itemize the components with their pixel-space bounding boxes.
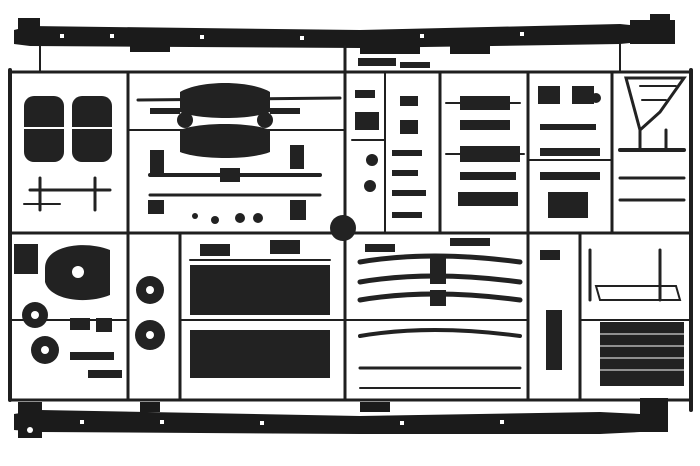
bottom-chassis-rail (14, 398, 668, 438)
brake-drums (22, 276, 165, 378)
tire-pair (23, 96, 112, 212)
spare-wheel-carrier (14, 244, 110, 301)
exhaust-parts (540, 248, 682, 370)
front-axle-beam (148, 145, 322, 224)
axle-housing (136, 83, 342, 158)
sprue-hub (330, 215, 356, 241)
radiator-grille (600, 322, 684, 386)
engine-mount-frame (618, 76, 687, 202)
fuel-tanks (189, 240, 331, 378)
small-parts-cluster (351, 58, 430, 218)
leaf-springs (357, 238, 523, 389)
top-chassis-rail (14, 14, 675, 73)
shock-absorbers (445, 96, 525, 206)
spring-hangers (538, 86, 601, 218)
